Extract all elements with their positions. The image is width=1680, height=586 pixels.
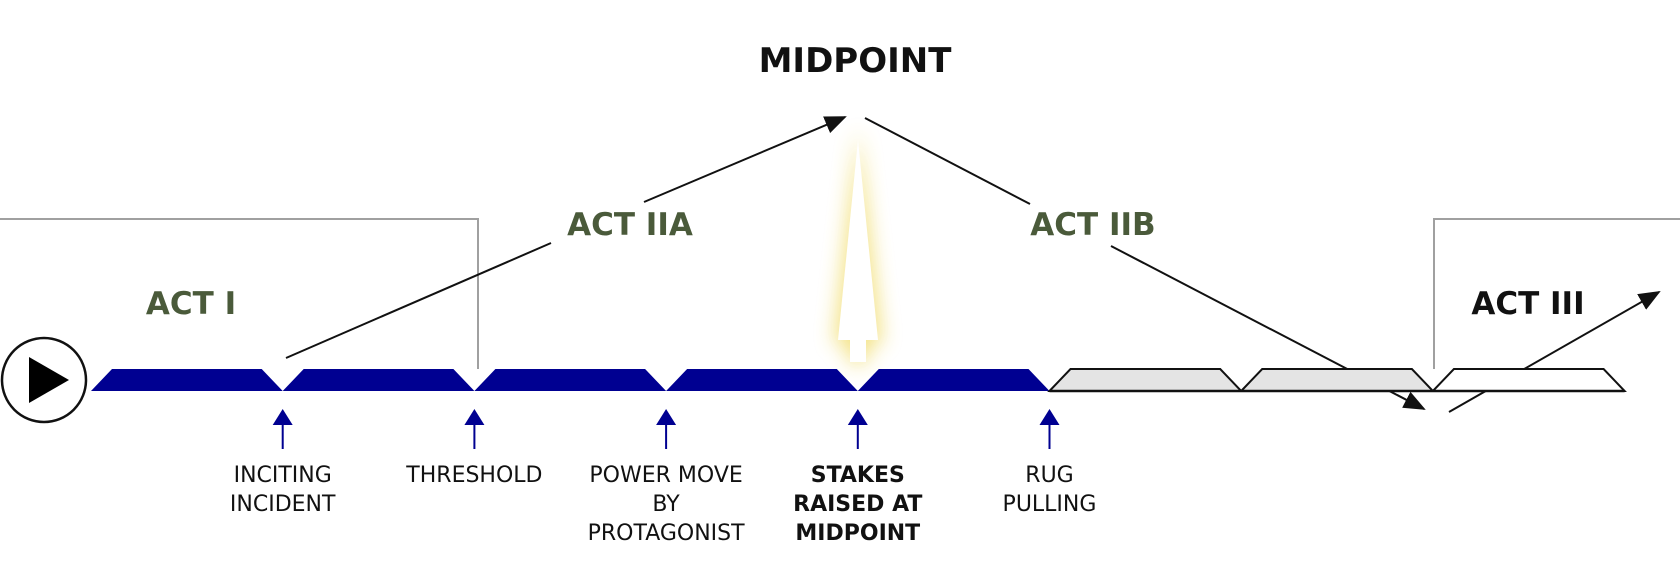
beat-marker: STAKES RAISED AT MIDPOINT xyxy=(793,409,922,546)
act-iia-arrow-to-midpoint xyxy=(643,116,847,203)
beat-label-line: MIDPOINT xyxy=(795,521,920,546)
beats: INCITING INCIDENT THRESHOLD POWER MOVE BY PRO… xyxy=(230,409,1097,546)
beat-marker: RUG PULLING xyxy=(1003,409,1097,517)
timeline-segment xyxy=(474,369,667,391)
beat-label-line: RUG xyxy=(1025,463,1073,488)
beat-label-line: PULLING xyxy=(1003,492,1097,517)
act-label-act-iib: ACT IIB xyxy=(1030,207,1155,243)
play-icon xyxy=(29,357,69,403)
act-label-act-i: ACT I xyxy=(146,286,236,322)
beat-label: STAKES RAISED AT MIDPOINT xyxy=(793,463,922,546)
act-iib-line-upper xyxy=(864,117,1031,205)
arrow-up-icon xyxy=(272,409,293,425)
beat-label: RUG PULLING xyxy=(1003,463,1097,517)
timeline-segment xyxy=(666,369,858,391)
arrow-up-icon xyxy=(1039,409,1060,425)
beat-label-line: INCITING xyxy=(234,463,332,488)
beat-label-line: POWER MOVE xyxy=(589,463,742,488)
arrow-up-icon xyxy=(656,409,677,425)
beat-label-line: INCIDENT xyxy=(230,492,336,517)
beat-label-line: THRESHOLD xyxy=(405,463,542,488)
beat-label-line: PROTAGONIST xyxy=(588,521,746,546)
timeline-segment xyxy=(857,369,1050,391)
timeline-segment xyxy=(282,369,475,391)
beat-label: INCITING INCIDENT xyxy=(230,463,336,517)
beat-label-line: STAKES xyxy=(811,463,905,488)
act-label-act-iia: ACT IIA xyxy=(567,207,693,243)
timeline-segment xyxy=(1238,368,1436,392)
timeline-segment xyxy=(1047,368,1244,392)
beat-label: POWER MOVE BY PROTAGONIST xyxy=(588,463,746,546)
beat-marker: THRESHOLD xyxy=(405,409,543,488)
beat-label-line: RAISED AT xyxy=(793,492,922,517)
act-label-act-iii: ACT III xyxy=(1471,286,1584,322)
timeline-segment xyxy=(91,369,283,391)
act-iia-line-lower xyxy=(285,242,552,359)
beat-label-line: BY xyxy=(652,492,680,517)
midpoint-glow-arrow xyxy=(834,128,882,363)
beat-marker: POWER MOVE BY PROTAGONIST xyxy=(588,409,746,546)
timeline xyxy=(91,368,1627,393)
timeline-segment xyxy=(1430,368,1627,392)
play-button[interactable] xyxy=(0,336,88,424)
arrow-up-icon xyxy=(464,409,485,425)
act-iii-bracket xyxy=(1433,218,1680,369)
act-i-bracket xyxy=(0,218,479,369)
arrow-up-icon xyxy=(847,409,868,425)
beat-marker: INCITING INCIDENT xyxy=(230,409,336,517)
diagram-title: MIDPOINT xyxy=(759,41,953,81)
beat-label: THRESHOLD xyxy=(405,463,542,488)
